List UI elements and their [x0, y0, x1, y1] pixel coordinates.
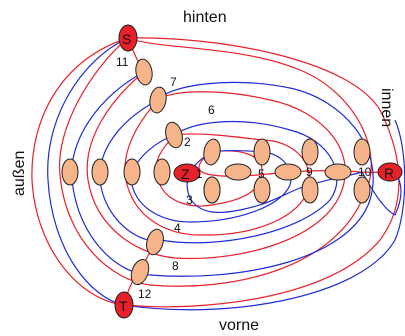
crossing-11: [135, 58, 153, 86]
crossing-10b: [353, 176, 371, 204]
number-6: 6: [208, 103, 215, 117]
crossing-l3: [123, 158, 141, 186]
number-3: 3: [186, 193, 193, 207]
label-top: hinten: [183, 9, 227, 26]
number-7: 7: [170, 75, 177, 89]
node-right-label: R: [384, 165, 394, 181]
crossings: [61, 58, 371, 286]
number-12: 12: [138, 287, 152, 301]
crossing-l1: [61, 158, 79, 186]
crossing-8: [130, 258, 150, 286]
nodes: [114, 24, 403, 319]
node-target-label: T: [119, 298, 128, 314]
crossing-l4: [153, 158, 171, 186]
crossing-9a: [301, 138, 319, 166]
crossing-9b: [301, 176, 319, 204]
node-target: [114, 291, 134, 319]
number-8: 8: [172, 259, 179, 273]
crossing-a: [224, 163, 252, 181]
crossing-5a: [253, 138, 271, 166]
number-10: 10: [358, 165, 372, 179]
crossing-5b: [253, 176, 271, 204]
number-1: 1: [196, 167, 203, 181]
node-right: [377, 162, 403, 182]
crossing-10a: [353, 138, 371, 166]
label-left: außen: [11, 151, 28, 196]
crossing-6a: [165, 121, 183, 149]
node-center-label: Z: [181, 166, 190, 182]
crossing-2: [203, 138, 221, 166]
red-path-outer: [31, 37, 400, 308]
number-11: 11: [116, 55, 129, 69]
number-5: 5: [258, 167, 265, 181]
crossing-4: [146, 228, 164, 256]
crossing-l2: [91, 158, 109, 186]
node-start-label: S: [122, 31, 131, 47]
crossing-3: [203, 176, 221, 204]
crossing-7: [149, 86, 167, 114]
label-right: innen: [378, 88, 395, 127]
node-start: [118, 24, 138, 52]
number-2: 2: [184, 135, 191, 149]
node-center: [173, 163, 201, 183]
label-bottom: vorne: [219, 317, 259, 334]
red-path-3: [86, 37, 346, 260]
crossing-b: [274, 163, 302, 181]
red-path-2: [58, 37, 372, 287]
number-9: 9: [306, 165, 313, 179]
crossing-c: [324, 163, 352, 181]
number-4: 4: [174, 221, 181, 235]
blue-path-6: [361, 171, 402, 216]
